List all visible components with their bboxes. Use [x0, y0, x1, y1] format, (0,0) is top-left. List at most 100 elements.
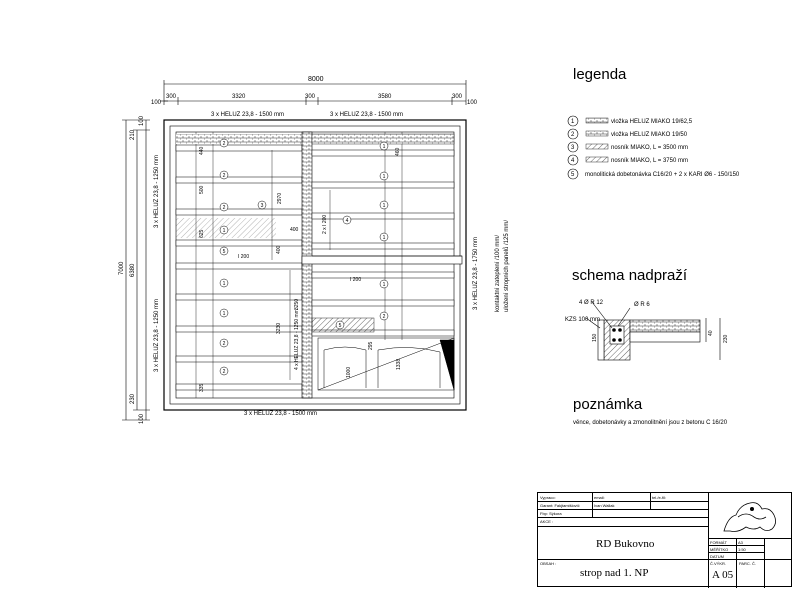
- legend-num-2: 2: [571, 132, 575, 138]
- svg-text:1: 1: [223, 281, 226, 287]
- svg-text:2: 2: [223, 205, 226, 211]
- note-right: kontaktní zateplení /100 mm/: [495, 235, 501, 312]
- tb-project: RD Bukovno: [596, 538, 655, 550]
- svg-text:1: 1: [383, 144, 386, 150]
- schema-dim-40: 40: [708, 330, 714, 336]
- note-right-2: uložení stropních panelů /125 mm/: [503, 220, 510, 312]
- title-block: Vypraco: email: tel./e-fil: Garant: Fakj…: [537, 492, 792, 588]
- tb-datum-label: DATUM: [710, 554, 724, 559]
- svg-text:3: 3: [261, 203, 264, 209]
- label-1000: 1000: [346, 367, 352, 378]
- tb-r1b: email:: [594, 495, 605, 500]
- heluz-bottom: 3 x HELUZ 23,8 - 1500 mm: [244, 411, 317, 417]
- tb-meritko: 1:50: [738, 547, 746, 552]
- legend-num-4: 4: [571, 158, 575, 164]
- label-i200-right: I 200: [350, 277, 361, 283]
- dim-total-left: 7000: [119, 261, 125, 275]
- label-3230: 3230: [276, 323, 282, 334]
- schema-title: schema nadpraží: [572, 267, 688, 284]
- svg-text:1: 1: [383, 203, 386, 209]
- heluz-right: 3 x HELUZ 23,8 - 1750 mm: [473, 237, 479, 310]
- label-295: 295: [368, 341, 374, 350]
- schema-kzs: KZS 100 mm: [565, 317, 600, 323]
- dim-left-3: 100: [139, 413, 145, 424]
- left-field-joists: [175, 144, 303, 391]
- label-460: 460: [395, 147, 401, 156]
- dim-top-2: 3320: [232, 94, 246, 100]
- dim-top-0: 100: [151, 100, 162, 106]
- tb-r1a: Vypraco:: [540, 495, 556, 500]
- tb-akce-label: AKCE :: [540, 519, 554, 524]
- schema-dim-150: 150: [592, 333, 598, 342]
- schema-bars: 4 Ø R 12: [579, 300, 604, 306]
- label-2970: 2970: [277, 193, 283, 204]
- heluz-left-bottom: 3 x HELUZ 23,8 - 1250 mm: [154, 299, 160, 372]
- dim-left-2: 230: [130, 393, 136, 404]
- right-field-vertical: [329, 132, 403, 340]
- label-500: 500: [199, 185, 205, 194]
- label-400-a: 400: [290, 227, 299, 233]
- svg-text:4: 4: [346, 218, 349, 224]
- tb-r2a: Garant: Fakjtamišlovič: [540, 503, 580, 508]
- top-dimension: [160, 80, 467, 105]
- staircase: [317, 337, 455, 391]
- svg-text:1: 1: [223, 311, 226, 317]
- heluz-top-left: 3 x HELUZ 23,8 - 1500 mm: [211, 112, 284, 118]
- label-400-b: 400: [276, 245, 282, 254]
- svg-text:2: 2: [223, 341, 226, 347]
- left-dimension: [122, 119, 150, 421]
- dim-top-6: 100: [467, 100, 478, 106]
- svg-text:1: 1: [383, 174, 386, 180]
- svg-text:5: 5: [223, 249, 226, 255]
- legend-text-4: nosník MIAKO, L = 3750 mm: [611, 158, 688, 164]
- label-335: 335: [199, 383, 205, 392]
- tb-r1c: tel./e-fil:: [652, 495, 667, 500]
- tb-r2b: Ivan Wallak: [594, 503, 615, 508]
- legend-text-3: nosník MIAKO, L = 3500 mm: [611, 145, 688, 151]
- heluz-top-right: 3 x HELUZ 23,8 - 1500 mm: [330, 112, 403, 118]
- heluz-middle: 4 x HELUZ 23,8 - 1250 mm: [294, 309, 300, 370]
- legend-text-5: monolitická dobetonávka C16/20 + 2 x KAR…: [585, 172, 740, 178]
- label-440: 440: [199, 146, 205, 155]
- tb-cvyk: A 05: [712, 569, 734, 581]
- lintel-detail: [585, 301, 721, 361]
- left-field-vertical: [195, 132, 291, 398]
- legend-num-1: 1: [571, 119, 575, 125]
- note-title: poznámka: [573, 396, 643, 413]
- legend-symbols: [567, 115, 609, 180]
- tb-format-label: FORMÁT: [710, 540, 727, 545]
- svg-text:2: 2: [223, 369, 226, 375]
- dim-top-4: 3580: [378, 94, 392, 100]
- dim-top-3: 300: [305, 94, 316, 100]
- tb-sheet: strop nad 1. NP: [580, 567, 649, 579]
- tb-cvyk-label: Č.VÝKR.: [710, 561, 727, 566]
- svg-text:1: 1: [383, 235, 386, 241]
- dim-total-top: 8000: [308, 76, 324, 83]
- tb-format: A3: [738, 540, 743, 545]
- label-2xi200: 2 x I 200: [322, 215, 328, 234]
- dim-left-1: 210: [130, 129, 136, 140]
- legend-num-5: 5: [571, 172, 575, 178]
- heluz-left-top: 3 x HELUZ 23,8 - 1250 mm: [154, 155, 160, 228]
- svg-text:2: 2: [223, 141, 226, 147]
- plan-marker-numbers: 22 21 51 12 23 11 11 12 45: [223, 141, 386, 375]
- tb-obsah-label: OBSAH :: [540, 561, 557, 566]
- dim-top-5: 300: [452, 94, 463, 100]
- label-i200-left: I 200: [238, 254, 249, 260]
- dim-left-0: 100: [139, 115, 145, 126]
- svg-text:2: 2: [223, 173, 226, 179]
- plan-markers: [219, 138, 389, 376]
- tb-meritko-label: MĚŘÍTKO: [710, 547, 729, 552]
- schema-stirrup: Ø R 6: [634, 302, 650, 308]
- svg-text:1: 1: [223, 228, 226, 234]
- legend-num-3: 3: [571, 145, 575, 151]
- university-logo: [723, 502, 776, 532]
- svg-text:1: 1: [383, 282, 386, 288]
- dim-inner-left: 6380: [130, 263, 136, 277]
- label-1338: 1338: [396, 359, 402, 370]
- schema-dim-230: 230: [723, 334, 729, 343]
- svg-text:5: 5: [339, 323, 342, 329]
- tb-parc-label: PARC. Č.: [739, 561, 757, 566]
- right-field-joists: [311, 149, 455, 337]
